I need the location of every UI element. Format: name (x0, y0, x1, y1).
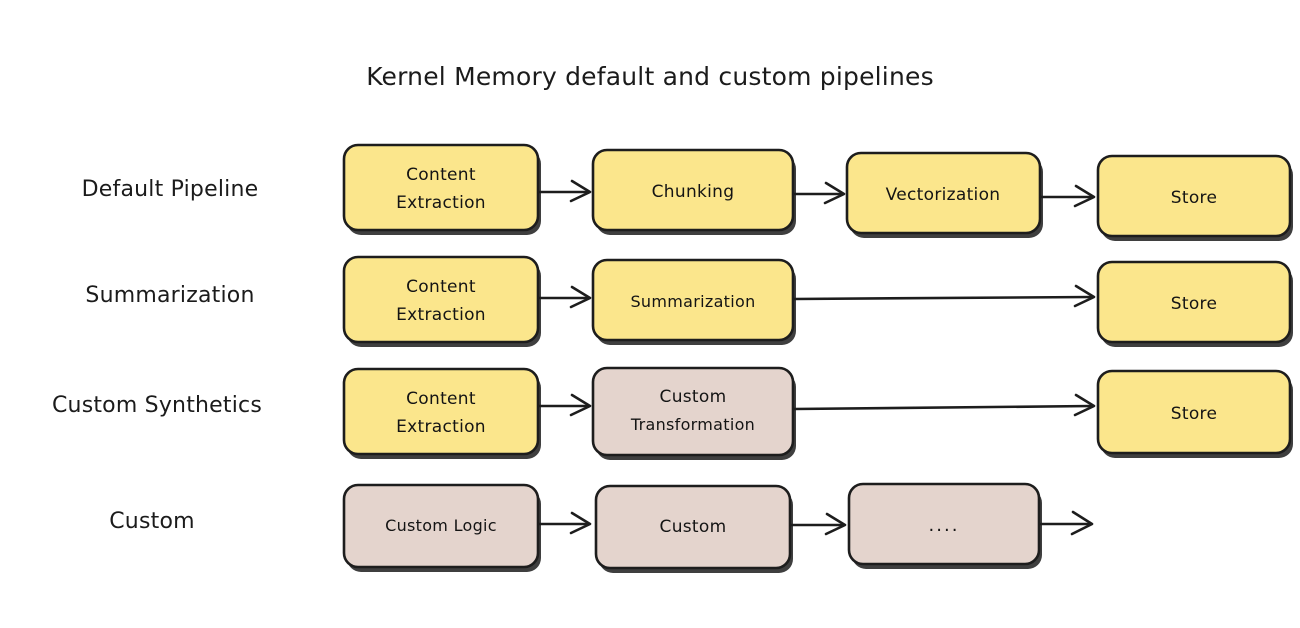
node-surface (342, 483, 540, 569)
node-content-extraction[interactable]: Content Extraction (342, 255, 541, 347)
pipeline-row-custom: Custom Custom Logic Custom (109, 482, 1094, 573)
node-surface (342, 143, 540, 232)
node-label-line1: Store (1171, 404, 1217, 424)
arrow-custom-transformation-to-store (792, 393, 1096, 417)
arrow-content-extraction-to-custom-transformation (537, 393, 592, 417)
arrow-vectorization-to-store (1039, 184, 1096, 208)
node-label-ellipsis: .... (929, 515, 960, 536)
pipeline-row-custom-synthetics: Custom Synthetics Content Extraction Cus… (52, 366, 1293, 460)
node-vectorization[interactable]: Vectorization (845, 151, 1043, 238)
node-custom[interactable]: Custom (594, 484, 793, 573)
pipeline-row-default: Default Pipeline Content Extraction Chun… (82, 143, 1293, 241)
node-label-line1: Custom (660, 517, 727, 537)
arrow-custom-logic-to-custom (537, 511, 592, 535)
node-content-extraction[interactable]: Content Extraction (342, 367, 541, 459)
node-label-line1: Content (406, 389, 476, 409)
node-label-line1: Content (406, 165, 476, 185)
node-label-line1: Vectorization (886, 185, 1001, 205)
node-label-line1: Custom Logic (385, 516, 497, 535)
node-label-line1: Custom (660, 387, 727, 407)
arrow-summarization-to-store (792, 284, 1096, 308)
row-label-custom-synthetics: Custom Synthetics (52, 393, 262, 418)
node-surface (847, 482, 1041, 566)
node-label-line2: Extraction (396, 193, 486, 213)
row-label-summarization: Summarization (85, 283, 254, 308)
node-summarization[interactable]: Summarization (591, 258, 796, 345)
node-surface (591, 148, 795, 232)
row-label-default-pipeline: Default Pipeline (82, 177, 259, 202)
node-surface (342, 367, 540, 456)
node-store[interactable]: Store (1096, 369, 1293, 458)
node-store[interactable]: Store (1096, 260, 1293, 347)
node-surface (1096, 154, 1292, 238)
node-store[interactable]: Store (1096, 154, 1293, 241)
page-title: Kernel Memory default and custom pipelin… (366, 62, 934, 91)
node-surface (1096, 369, 1292, 455)
node-surface (591, 258, 795, 342)
node-surface (342, 255, 540, 344)
arrow-custom-to-ellipsis (789, 512, 847, 536)
node-label-line2: Extraction (396, 417, 486, 437)
node-label-line2: Extraction (396, 305, 486, 325)
node-ellipsis[interactable]: .... (847, 482, 1042, 569)
row-label-custom: Custom (109, 509, 194, 534)
node-content-extraction[interactable]: Content Extraction (342, 143, 541, 235)
node-surface (1096, 260, 1292, 344)
pipeline-row-summarization: Summarization Content Extraction Summari… (85, 255, 1293, 347)
node-label-line1: Summarization (630, 292, 755, 311)
node-label-line1: Store (1171, 294, 1217, 314)
node-custom-logic[interactable]: Custom Logic (342, 483, 541, 572)
node-label-line1: Content (406, 277, 476, 297)
node-label-line1: Chunking (652, 182, 735, 202)
node-custom-transformation[interactable]: Custom Transformation (591, 366, 796, 460)
node-chunking[interactable]: Chunking (591, 148, 796, 235)
node-label-line2: Transformation (630, 415, 755, 434)
node-label-line1: Store (1171, 188, 1217, 208)
arrow-chunking-to-vectorization (792, 181, 846, 205)
arrow-content-extraction-to-chunking (537, 179, 592, 203)
node-surface (845, 151, 1042, 235)
node-surface (591, 366, 795, 457)
node-surface (594, 484, 792, 570)
arrow-ellipsis-trailing (1039, 510, 1094, 536)
arrow-content-extraction-to-summarization (537, 285, 592, 309)
